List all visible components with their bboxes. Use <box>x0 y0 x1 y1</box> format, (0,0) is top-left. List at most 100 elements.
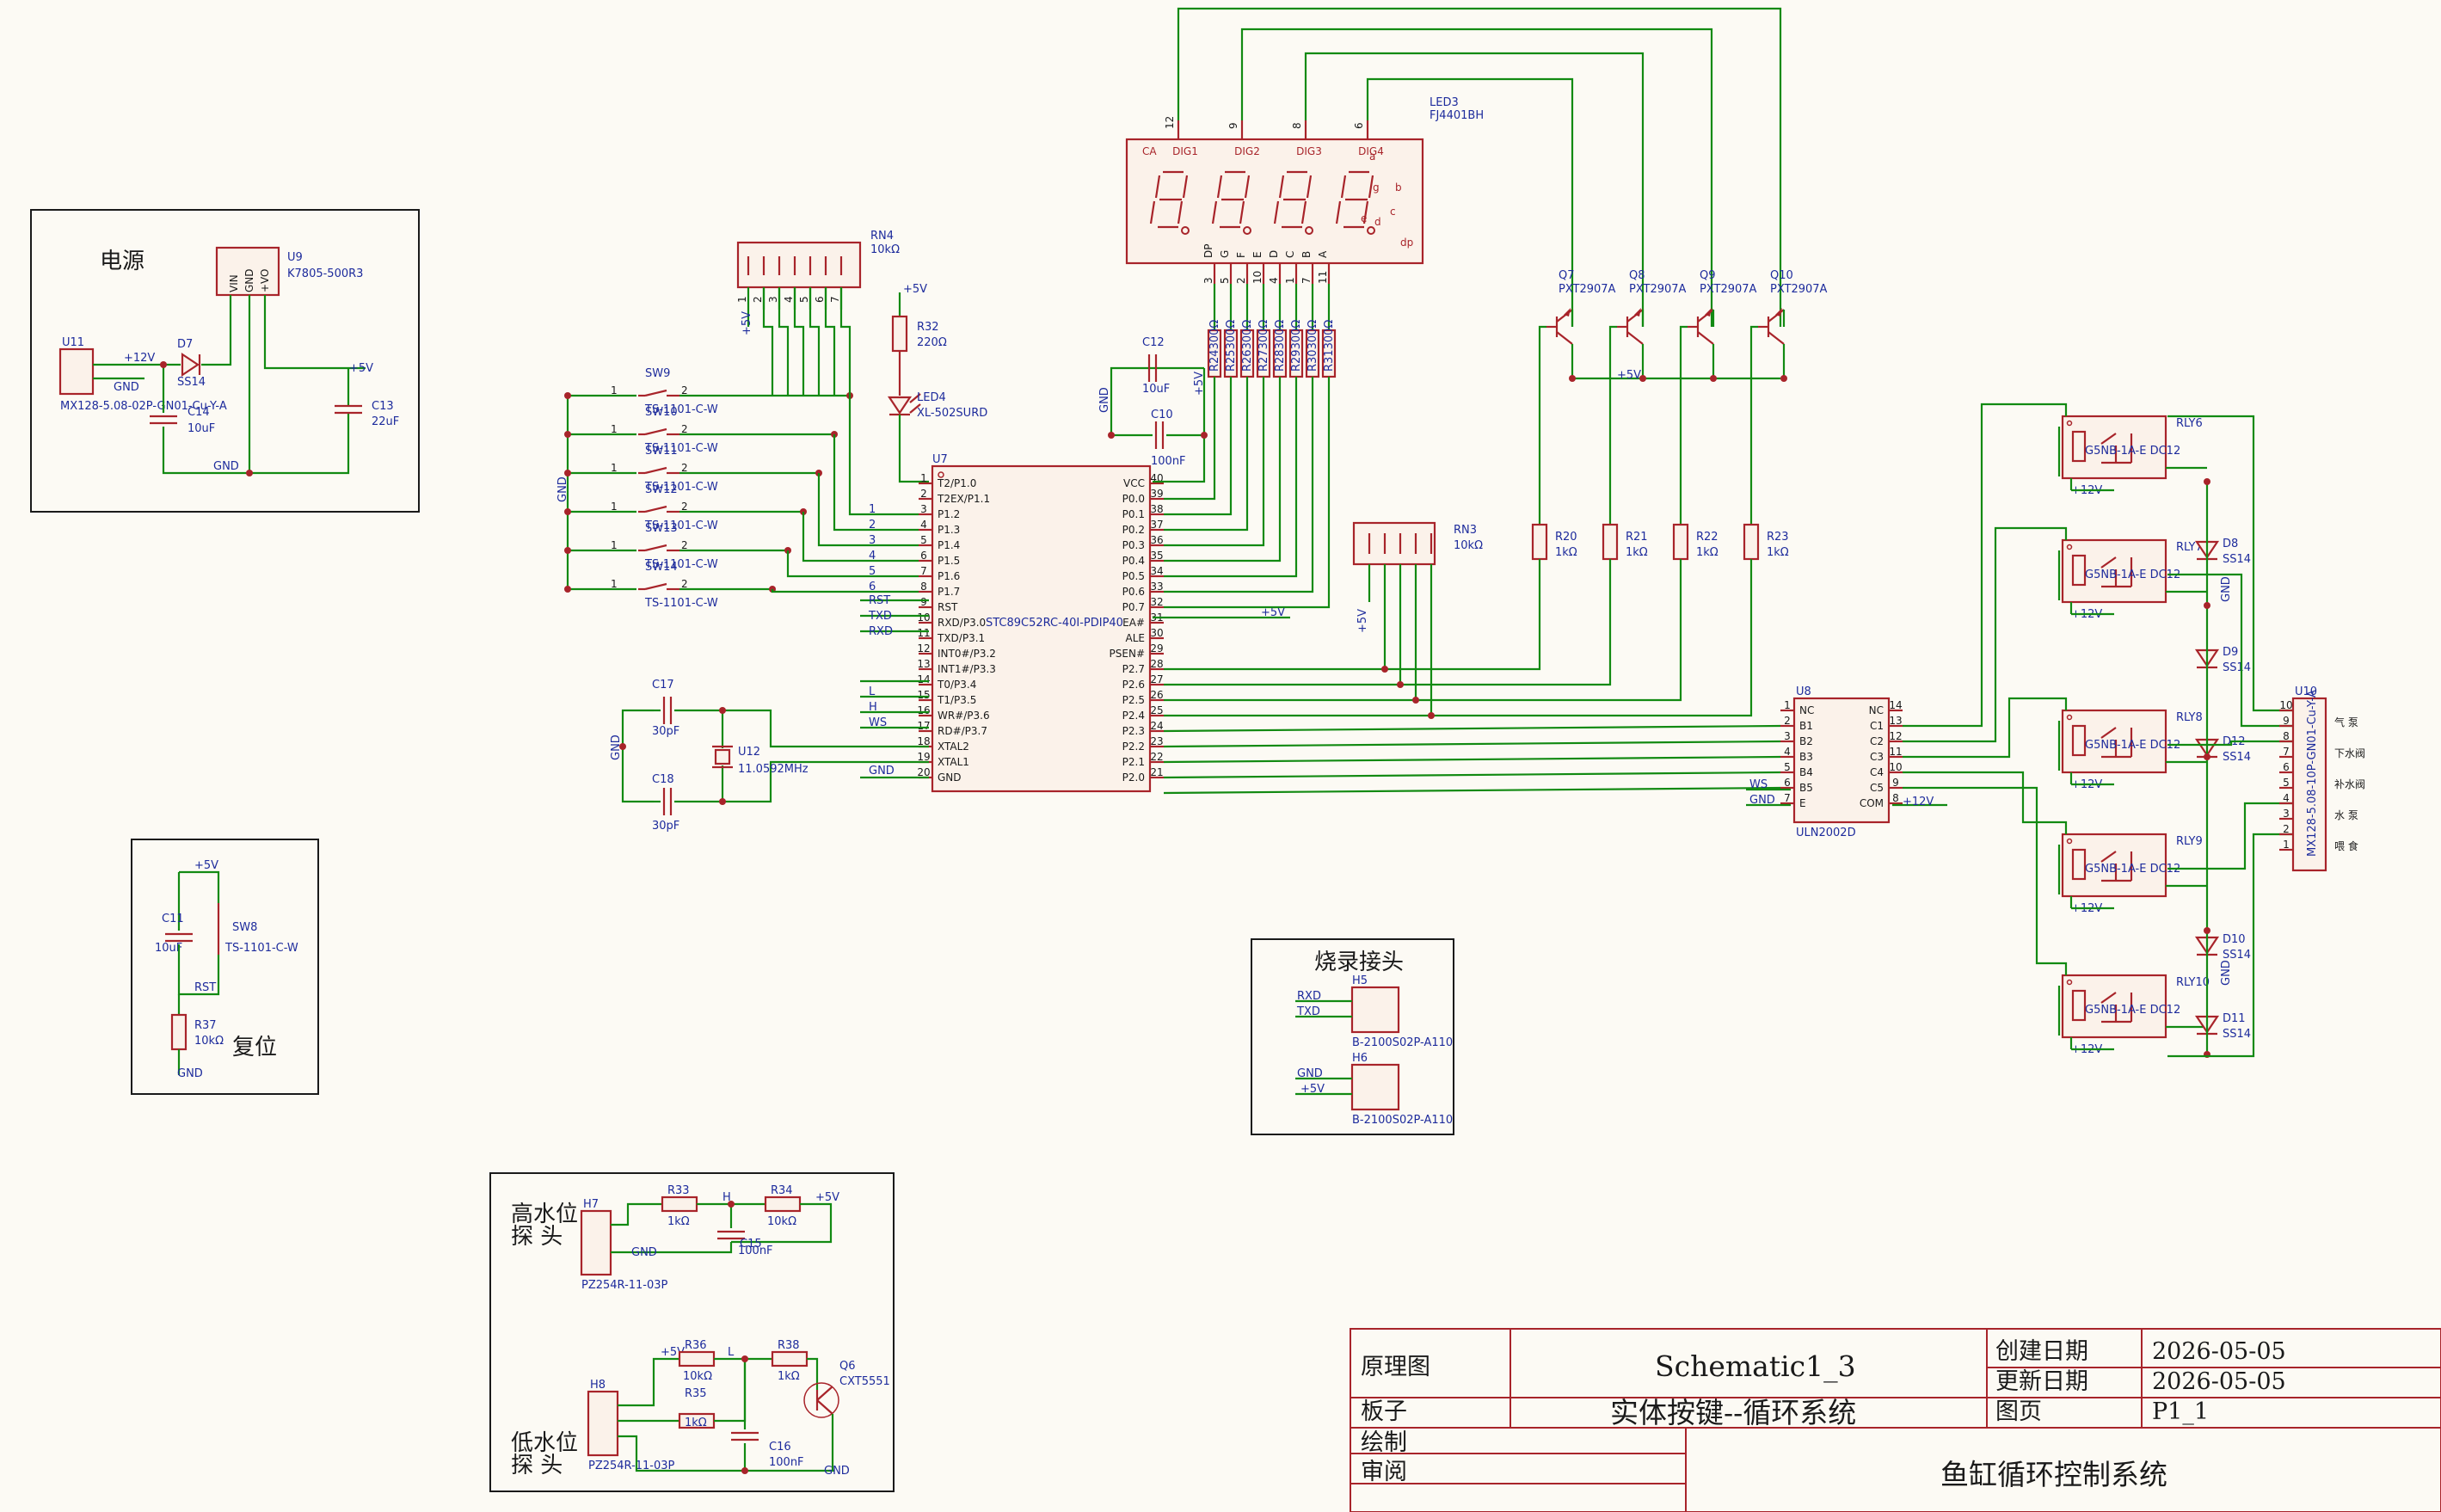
u8-value: ULN2002D <box>1796 827 1856 839</box>
svg-text:E: E <box>1251 251 1264 258</box>
svg-text:5: 5 <box>869 565 876 578</box>
net-gnd: GND <box>114 381 139 394</box>
switch-value: TS-1101-C-W <box>644 597 718 610</box>
mcu-pin-num: 22 <box>1150 751 1163 763</box>
relay-ref: RLY7 <box>2176 541 2203 554</box>
mcu-pin-name: EA# <box>1122 617 1145 629</box>
r36-ref: R36 <box>685 1339 707 1352</box>
relay-diode-value: SS14 <box>2223 553 2251 566</box>
mcu-pin-name: P0.7 <box>1122 601 1145 613</box>
c15-ref: C15 <box>740 1238 762 1251</box>
h5-ref: H5 <box>1352 974 1368 987</box>
base-resistor-ref: R22 <box>1696 531 1719 544</box>
mcu-pin-name: P1.2 <box>938 508 960 520</box>
u9-regulator <box>215 246 280 297</box>
svg-text:6: 6 <box>869 581 876 593</box>
svg-text:1: 1 <box>611 423 618 435</box>
svg-text:5: 5 <box>798 296 810 303</box>
c14-cap <box>148 415 179 425</box>
seg-letter: a <box>1369 151 1375 163</box>
mcu-pin-name: P2.3 <box>1122 725 1145 737</box>
display-ca: CA <box>1142 145 1157 157</box>
base-resistor-ref: R23 <box>1767 531 1789 544</box>
mcu-pin-num: 6 <box>920 550 927 562</box>
net-gnd-reset: GND <box>177 1067 203 1080</box>
mcu-pin-num: 29 <box>1150 642 1163 655</box>
switch-value: TS-1101-C-W <box>644 481 718 494</box>
mcu-pin-name: TXD/P3.1 <box>937 632 985 644</box>
svg-text:1: 1 <box>2283 839 2290 851</box>
c11-ref: C11 <box>162 913 184 925</box>
mcu-pin-num: 10 <box>917 612 930 624</box>
h7-value: PZ254R-11-03P <box>581 1279 668 1292</box>
tb-drawing-label: 原理图 <box>1361 1354 1430 1380</box>
low-probe-line2: 探 头 <box>511 1453 563 1478</box>
tb-page-value: P1_1 <box>2152 1398 2209 1425</box>
r33-value: 1kΩ <box>667 1215 690 1228</box>
svg-text:6: 6 <box>2283 761 2290 773</box>
svg-text:2: 2 <box>1784 715 1791 727</box>
low-probe-line1: 低水位 <box>511 1430 578 1456</box>
svg-text:8: 8 <box>1291 122 1303 129</box>
c18-ref: C18 <box>652 773 674 786</box>
net-gnd-h6: GND <box>1297 1067 1323 1080</box>
net-5v-rn4: +5V <box>741 311 753 335</box>
mcu-pin-name: P2.6 <box>1122 679 1145 691</box>
svg-text:14: 14 <box>1889 699 1902 711</box>
net-5v-pnp: +5V <box>1617 369 1641 382</box>
r34-ref: R34 <box>771 1184 793 1197</box>
display-digit-label: DIG4 <box>1358 145 1384 157</box>
relay-diode-value: SS14 <box>2223 661 2251 674</box>
uln-pin-name: B2 <box>1799 735 1813 747</box>
u11-ref: U11 <box>62 336 84 349</box>
mcu-pin-name: P1.7 <box>938 586 960 598</box>
mcu-pin-name: INT1#/P3.3 <box>938 663 996 675</box>
base-resistor-value: 1kΩ <box>1626 546 1648 559</box>
switch-ref: SW12 <box>645 483 678 496</box>
mcu-pin-name: T0/P3.4 <box>937 679 976 691</box>
r36-resistor <box>678 1350 716 1368</box>
svg-text:2: 2 <box>681 423 688 435</box>
svg-text:C: C <box>1284 251 1296 258</box>
svg-text:1: 1 <box>611 462 618 474</box>
mcu-pin-name: P2.0 <box>1122 771 1145 784</box>
u10-label: 喂 食 <box>2334 839 2358 852</box>
svg-text:4: 4 <box>783 296 795 303</box>
svg-text:12: 12 <box>1164 116 1176 129</box>
svg-text:1: 1 <box>611 501 618 513</box>
rn3-value: 10kΩ <box>1454 539 1483 552</box>
relay-diode-value: SS14 <box>2223 949 2251 962</box>
mcu-pin-num: 15 <box>917 689 930 701</box>
u10-connector: U10 MX128-5.08-10P-GN01-Cu-Y-A 109876543… <box>2279 685 2365 872</box>
tb-created-date: 2026-05-05 <box>2152 1338 2286 1365</box>
mcu-pin-num: 34 <box>1150 565 1163 577</box>
svg-text:3: 3 <box>2283 808 2290 820</box>
mcu-pin-num: 30 <box>1150 627 1163 639</box>
mcu-pin-num: 39 <box>1150 488 1163 500</box>
uln-pin-name: B3 <box>1799 751 1813 763</box>
svg-text:5: 5 <box>2283 777 2290 789</box>
svg-text:7: 7 <box>2283 746 2290 758</box>
led4-indicator: +5V R32 220Ω LED4 XL-502SURD <box>888 283 987 483</box>
uln-pin-name: C1 <box>1870 720 1884 732</box>
c17-ref: C17 <box>652 679 674 691</box>
r37-resistor <box>170 1013 188 1051</box>
r32-value: 220Ω <box>917 336 947 349</box>
net-h: H <box>722 1191 731 1204</box>
high-probe-line2: 探 头 <box>511 1224 563 1250</box>
uln-pin-name: NC <box>1799 704 1814 716</box>
net-ws-mcu: WS <box>869 716 887 729</box>
switch-value: TS-1101-C-W <box>644 403 718 416</box>
svg-text:7: 7 <box>829 296 841 303</box>
power-title: 电源 <box>100 249 144 274</box>
svg-text:3: 3 <box>869 534 876 547</box>
d7-diode <box>181 353 201 377</box>
led3-value: FJ4401BH <box>1430 109 1484 122</box>
net-5v-h6: +5V <box>1300 1083 1325 1096</box>
net-5v: +5V <box>349 362 373 375</box>
programming-section: 烧录接头 H5 B-2100S02P-A110 RXD TXD H6 B-210… <box>1251 938 1454 1135</box>
mcu-pin-name: T2/P1.0 <box>937 477 976 489</box>
digit-resistor-ref: R27300Ω <box>1257 320 1270 372</box>
u12-crystal <box>714 748 731 765</box>
